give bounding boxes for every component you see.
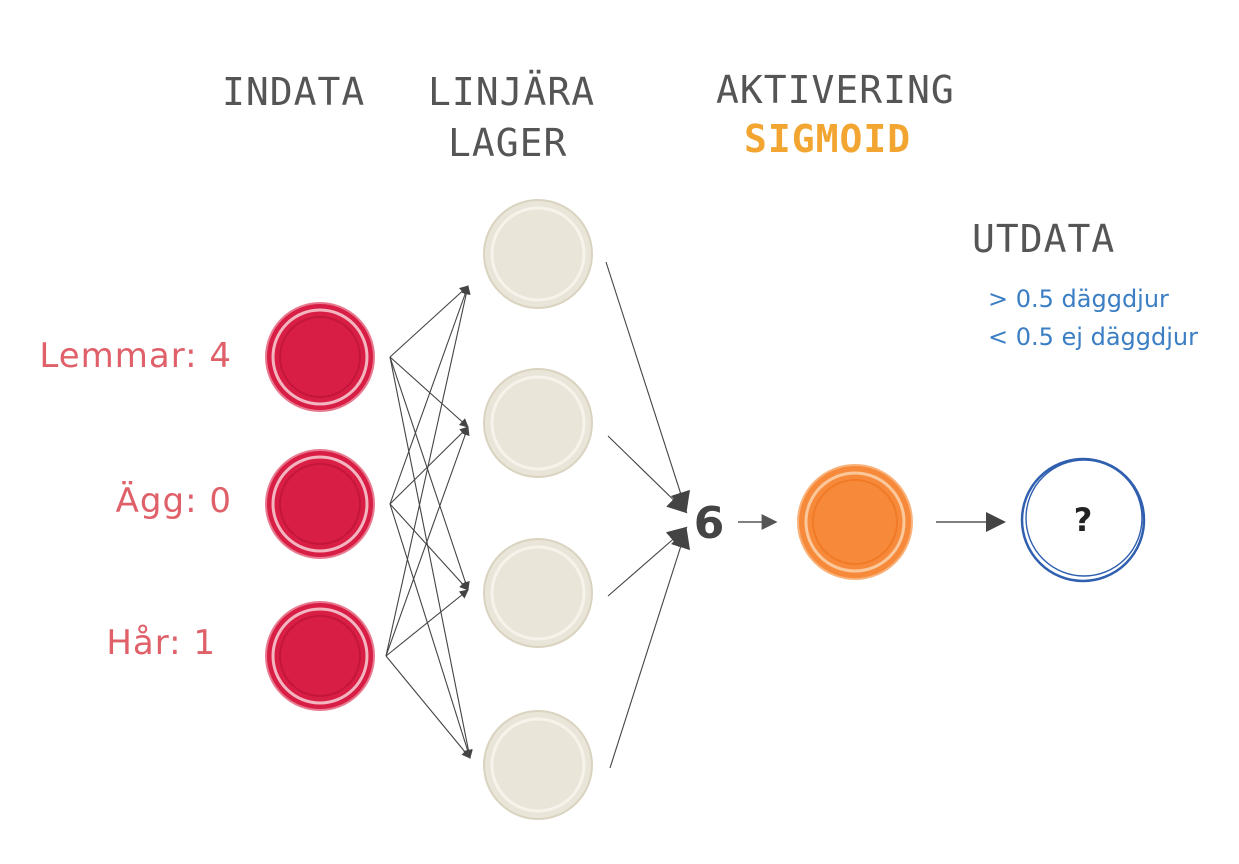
input-node-limbs: [265, 302, 375, 412]
hidden-node-1: [483, 199, 593, 309]
hidden-node-3: [483, 538, 593, 648]
header-activation: AKTIVERING: [716, 68, 955, 112]
activation-node-sigmoid: [797, 464, 913, 580]
hidden-node-2: [483, 368, 593, 478]
edge-input1-hidden1: [389, 285, 469, 358]
edge-hidden2-sum: [607, 435, 688, 514]
legend-mammal: > 0.5 däggdjur: [988, 285, 1169, 313]
edge-input3-hidden1: [385, 285, 471, 657]
edge-hidden3-sum: [607, 526, 688, 597]
input-node-hair: [265, 601, 375, 711]
edge-hidden4-sum: [609, 528, 691, 769]
output-node: [1020, 457, 1146, 583]
hidden-node-4: [483, 710, 593, 820]
edge-hidden1-sum: [605, 261, 690, 512]
edge-input1-hidden4: [389, 356, 473, 759]
input-node-eggs: [265, 449, 375, 559]
sum-value: 6: [694, 498, 725, 549]
output-value: ?: [1074, 501, 1093, 539]
legend-not-mammal: < 0.5 ej däggdjur: [988, 323, 1198, 351]
input-label-eggs: Ägg: 0: [116, 481, 232, 521]
hidden-to-sum-connections: [605, 261, 691, 769]
header-output: UTDATA: [972, 217, 1115, 261]
edge-input2-hidden2: [389, 426, 469, 505]
edge-input3-hidden2: [385, 426, 470, 657]
edge-input1-hidden2: [389, 356, 469, 428]
header-input: INDATA: [222, 70, 365, 114]
edge-input2-hidden1: [389, 285, 470, 505]
input-to-hidden-connections: [385, 285, 473, 759]
input-label-limbs: Lemmar: 4: [39, 336, 232, 376]
header-linear-line2: LAGER: [448, 121, 567, 165]
edge-input2-hidden3: [389, 503, 469, 591]
edge-input1-hidden3: [389, 356, 470, 591]
header-activation-type: SIGMOID: [744, 117, 911, 161]
edge-input3-hidden3: [385, 589, 469, 657]
edge-input2-hidden4: [389, 503, 472, 759]
input-label-hair: Hår: 1: [106, 623, 216, 663]
edge-input3-hidden4: [385, 655, 471, 759]
header-linear-line1: LINJÄRA: [428, 70, 595, 114]
